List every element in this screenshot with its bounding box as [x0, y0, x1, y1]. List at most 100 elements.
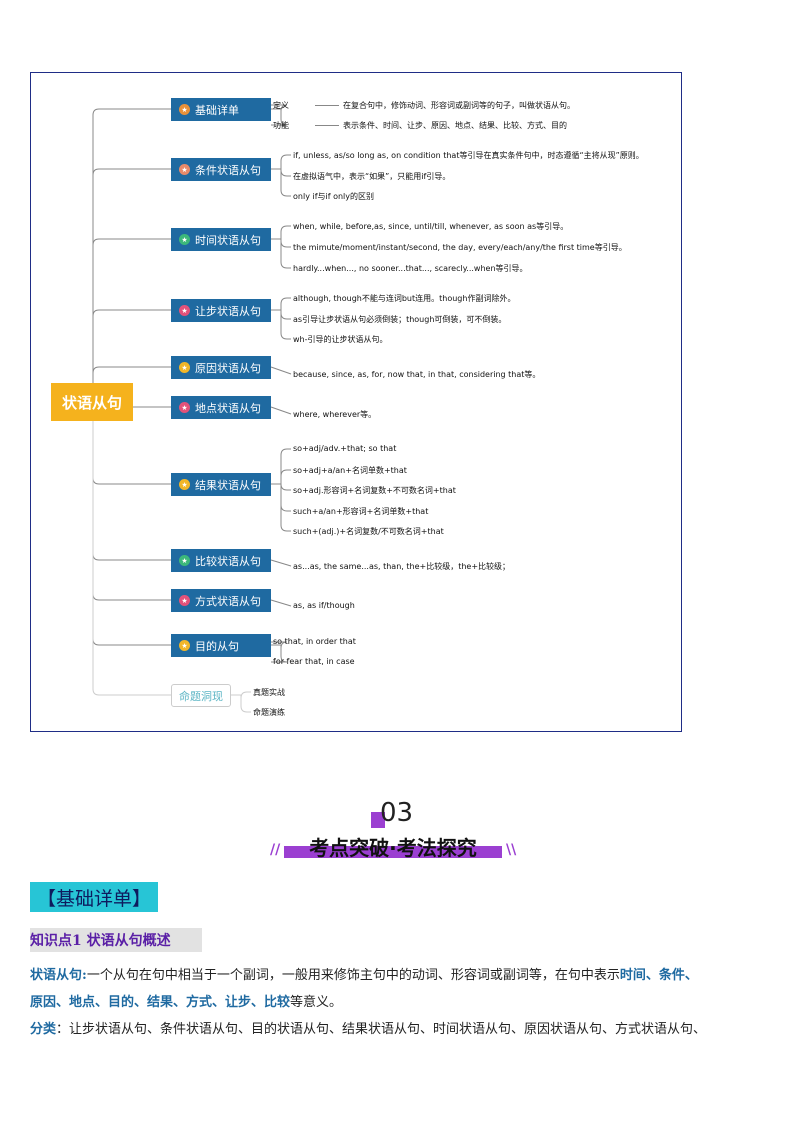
leaf-text: because, since, as, for, now that, in th… [293, 369, 540, 380]
leaf-value: as...as, the same...as, than, the+比较级，th… [293, 562, 511, 571]
branch-connector [92, 309, 171, 402]
branch-connector [92, 402, 171, 561]
leaf-text: 定义 在复合句中，修饰动词、形容词或副词等的句子，叫做状语从句。 [273, 100, 575, 111]
leaf-value: so+adj+a/an+名词单数+that [293, 466, 407, 475]
section-deco-right: \\ [506, 842, 517, 858]
branch-connector [92, 402, 171, 601]
section-deco-left: // [270, 842, 281, 858]
leaf-connector [270, 366, 292, 375]
leaf-value: so that, in order that [273, 637, 356, 646]
mind-map: 状语从句 ★基础详单定义 在复合句中，修饰动词、形容词或副词等的句子，叫做状语从句… [30, 72, 682, 732]
leaf-text: 真题实战 [253, 687, 285, 698]
star-badge-icon: ★ [179, 640, 190, 651]
branch-node[interactable]: ★ 时间状语从句 [171, 228, 271, 251]
leaf-value: hardly...when..., no sooner...that..., s… [293, 264, 528, 273]
leaf-key: 功能 [273, 121, 289, 130]
leaf-text: 在虚拟语气中，表示“如果”，只能用if引导。 [293, 171, 450, 182]
branch-label: 地点状语从句 [195, 401, 261, 415]
leaf-value: for fear that, in case [273, 657, 355, 666]
branch-connector [92, 366, 171, 402]
leaf-value: such+(adj.)+名词复数/不可数名词+that [293, 527, 444, 536]
leaf-connector [280, 225, 291, 239]
branch-node[interactable]: ★原因状语从句 [171, 356, 271, 379]
section-title: 考点突破·考法探究 [309, 836, 477, 860]
leaf-connector [240, 695, 251, 713]
leaf-text: so+adj+a/an+名词单数+that [293, 465, 407, 476]
leaf-dash [315, 125, 339, 126]
branch-label: 原因状语从句 [195, 361, 261, 375]
star-badge-icon: ★ [179, 305, 190, 316]
leaf-value: when, while, before,as, since, until/til… [293, 222, 569, 231]
branch-node[interactable]: 命题洞现 [171, 684, 231, 707]
branch-connector [92, 238, 171, 402]
basic-details-header: 【基础详单】 [30, 882, 158, 912]
branch-node[interactable]: ★ 方式状语从句 [171, 589, 271, 612]
star-badge-icon: ★ [179, 402, 190, 413]
leaf-value: 命题演练 [253, 708, 285, 717]
leaf-text: for fear that, in case [273, 657, 355, 666]
leaf-value: as, as if/though [293, 601, 355, 610]
leaf-text: when, while, before,as, since, until/til… [293, 221, 568, 232]
leaf-value: 在复合句中，修饰动词、形容词或副词等的句子，叫做状语从句。 [343, 101, 575, 110]
branch-label: 让步状语从句 [195, 304, 261, 318]
leaf-text: so that, in order that [273, 637, 356, 646]
leaf-text: so+adj/adv.+that; so that [293, 444, 396, 453]
definition-text-end: 等意义。 [290, 995, 343, 1010]
leaf-connector [280, 310, 291, 340]
leaf-text: such+(adj.)+名词复数/不可数名词+that [293, 526, 444, 537]
leaf-connector [280, 297, 291, 310]
leaf-connector [280, 484, 291, 532]
mind-map-root: 状语从句 [51, 383, 133, 421]
leaf-text: 命题演练 [253, 707, 285, 718]
leaf-value: such+a/an+形容词+名词单数+that [293, 507, 429, 516]
star-badge-icon: ★ [179, 164, 190, 175]
leaf-value: wh-引导的让步状语从句。 [293, 335, 388, 344]
leaf-connector [280, 448, 291, 484]
leaf-text: as...as, the same...as, than, the+比较级，th… [293, 561, 510, 572]
branch-connector [92, 402, 171, 646]
star-badge-icon: ★ [179, 479, 190, 490]
branch-node[interactable]: ★目的从句 [171, 634, 271, 657]
leaf-key: 定义 [273, 101, 289, 110]
leaf-text: hardly...when..., no sooner...that..., s… [293, 263, 528, 274]
branch-label: 比较状语从句 [195, 554, 261, 568]
leaf-text: such+a/an+形容词+名词单数+that [293, 506, 428, 517]
leaf-value: because, since, as, for, now that, in th… [293, 370, 541, 379]
classification-label: 分类 [30, 1022, 57, 1037]
leaf-connector [270, 599, 292, 607]
definition-text: 一个从句在句中相当于一个副词，一般用来修饰主句中的动词、形容词或副词等，在句中表… [86, 968, 620, 983]
star-badge-icon: ★ [179, 234, 190, 245]
branch-node[interactable]: ★ 结果状语从句 [171, 473, 271, 496]
leaf-connector [280, 169, 291, 197]
leaf-connector [270, 406, 292, 415]
branch-label: 命题洞现 [179, 689, 223, 703]
definition-highlight-2: 原因、地点、目的、结果、方式、让步、比较 [30, 995, 291, 1010]
branch-node[interactable]: ★基础详单 [171, 98, 271, 121]
mind-map-connectors [92, 104, 292, 713]
branch-label: 方式状语从句 [195, 594, 261, 608]
branch-connector [92, 402, 171, 696]
branch-node[interactable]: ★ 让步状语从句 [171, 299, 271, 322]
branch-label: 时间状语从句 [195, 233, 261, 247]
leaf-value: 在虚拟语气中，表示“如果”，只能用if引导。 [293, 172, 451, 181]
leaf-text: 功能表示条件、时间、让步、原因、地点、结果、比较、方式、目的 [273, 120, 567, 131]
section-number-accent [371, 812, 385, 828]
branch-node[interactable]: ★ 地点状语从句 [171, 396, 271, 419]
branch-label: 结果状语从句 [195, 478, 261, 492]
branch-node[interactable]: ★条件状语从句 [171, 158, 271, 181]
leaf-text: so+adj.形容词+名词复数+不可数名词+that [293, 485, 456, 496]
leaf-connector [280, 239, 291, 269]
leaf-connector [271, 109, 288, 126]
star-badge-icon: ★ [179, 595, 190, 606]
leaf-value: so+adj.形容词+名词复数+不可数名词+that [293, 486, 456, 495]
branch-node[interactable]: ★比较状语从句 [171, 549, 271, 572]
knowledge-point-title: 知识点1 状语从句概述 [30, 928, 202, 952]
leaf-value: if, unless, as/so long as, on condition … [293, 151, 644, 160]
leaf-text: the mimute/moment/instant/second, the da… [293, 242, 627, 253]
branch-connector [92, 168, 171, 402]
leaf-value: although, though不能与连词but连用。though作副词除外。 [293, 294, 516, 303]
leaf-value: 真题实战 [253, 688, 285, 697]
leaf-text: only if与if only的区别 [293, 191, 374, 202]
leaf-text: wh-引导的让步状语从句。 [293, 334, 388, 345]
leaf-text: although, though不能与连词but连用。though作副词除外。 [293, 293, 515, 304]
